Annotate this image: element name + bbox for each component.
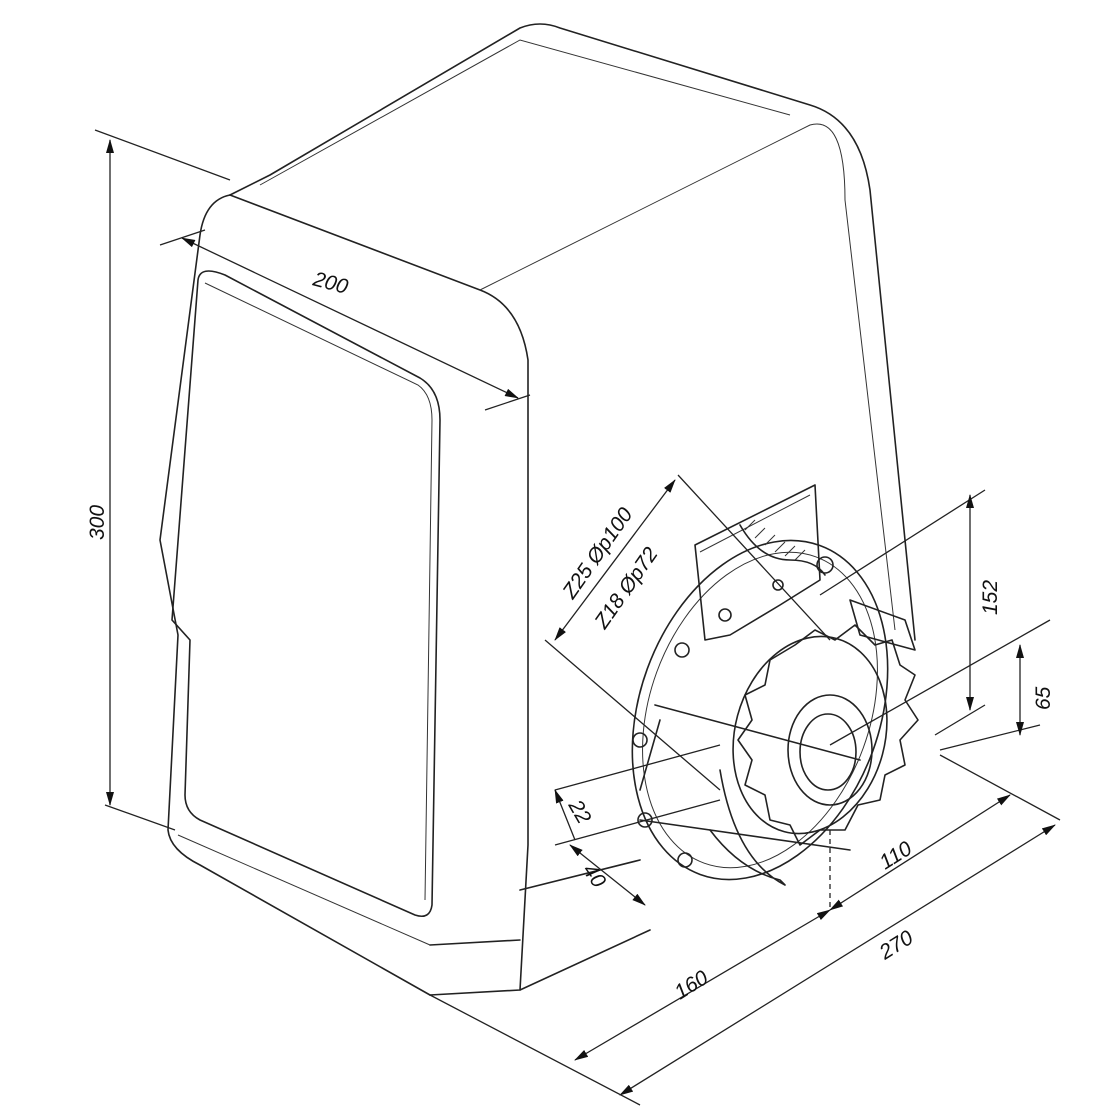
dim-bracket-height-label: 152 (979, 580, 1002, 615)
dim-depth-label: 200 (310, 267, 351, 299)
dim-front-to-shaft-label: 110 (875, 837, 916, 874)
dim-offset-40-label: 40 (578, 860, 610, 893)
motor-housing (159, 23, 916, 996)
dim-shaft-height-label: 65 (1032, 686, 1055, 710)
dim-total-length-label: 270 (875, 926, 918, 965)
dim-base-to-shaft-label: 160 (670, 966, 712, 1004)
limit-bracket (694, 484, 834, 641)
dimension-lines (94, 129, 1061, 1106)
dim-height-label: 300 (86, 505, 109, 540)
